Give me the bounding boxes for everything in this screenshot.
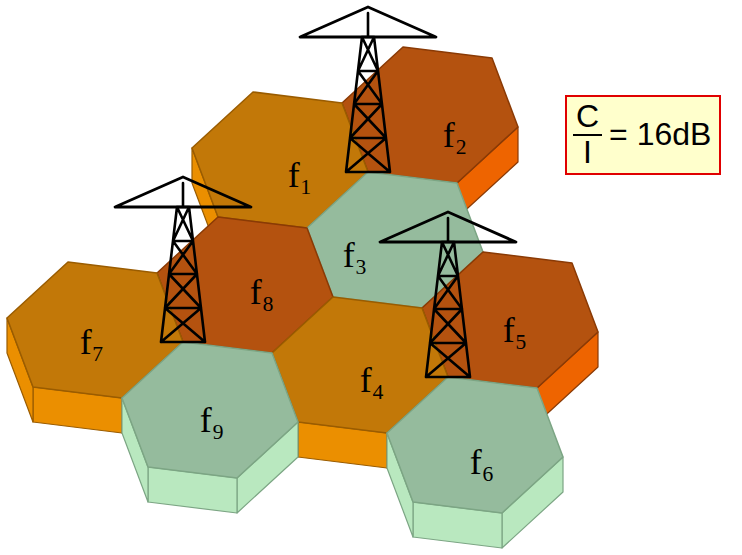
fraction: CI [573, 100, 602, 169]
frequency-label: f₉ [200, 402, 225, 438]
ratio-box: CI= 16dB [565, 95, 721, 174]
frequency-label: f₂ [443, 117, 468, 153]
cell-top [387, 377, 563, 513]
cell-hexagon: f₇ [7, 262, 183, 433]
frequency-label: f₃ [343, 237, 368, 273]
cell-outline [307, 172, 483, 343]
frequency-label: f₆ [470, 444, 495, 480]
cell-hexagon: f₅ [422, 252, 598, 423]
ratio-value: = 16dB [609, 118, 711, 152]
cell-hexagon: f₁ [192, 92, 368, 263]
cell-top [122, 342, 298, 478]
cell-hexagon: f₃ [307, 172, 483, 343]
cell-top [422, 252, 598, 388]
frequency-label: f₇ [80, 324, 105, 360]
frequency-label: f₈ [250, 274, 275, 310]
frequency-label: f₁ [288, 157, 313, 193]
cell-outline [342, 47, 518, 218]
cell-hexagon: f₄ [272, 297, 448, 468]
cell-top [342, 47, 518, 183]
cell-hexagon: f₆ [387, 377, 563, 548]
cell-hexagon: f₂ [342, 47, 518, 218]
frequency-label: f₄ [360, 362, 385, 398]
ratio-term: C [573, 100, 602, 136]
cell-outline [192, 92, 368, 263]
cell-hexagon: f₈ [157, 217, 333, 388]
cell-outline [157, 217, 333, 388]
frequency-label: f₅ [503, 312, 528, 348]
ratio-term: I [580, 136, 595, 170]
cell-hexagon: f₉ [122, 342, 298, 513]
